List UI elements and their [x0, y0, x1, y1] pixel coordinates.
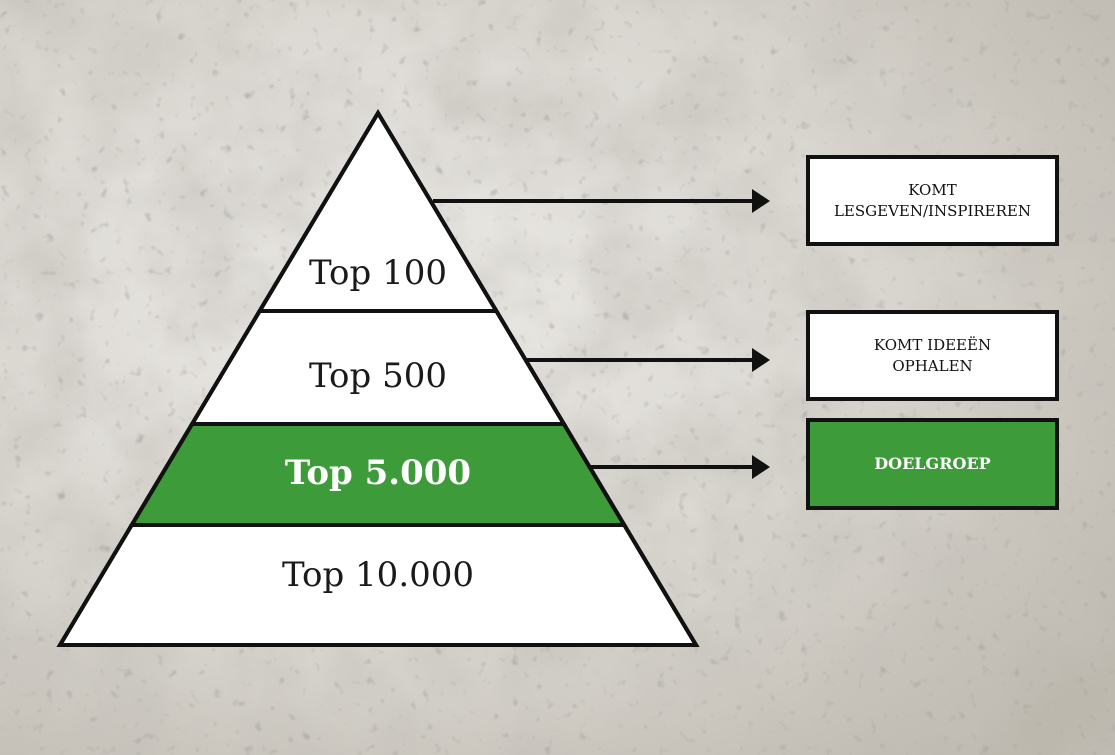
pyramid-outline [56, 109, 700, 647]
pyramid-label-top-10000: Top 10.000 [282, 555, 474, 595]
arrow-to-ideeen-head [752, 348, 770, 372]
arrow-to-doelgroep [591, 455, 770, 479]
arrow-to-ideeen [526, 348, 770, 372]
pyramid-label-top-500: Top 500 [309, 356, 447, 396]
callout-box-ideeen: KOMT IDEEËN OPHALEN [806, 310, 1059, 401]
arrow-to-lesgeven-head [752, 189, 770, 213]
arrow-to-lesgeven [433, 189, 770, 213]
arrow-to-doelgroep-head [752, 455, 770, 479]
callout-text-doelgroep: DOELGROEP [874, 454, 991, 474]
callout-box-lesgeven: KOMT LESGEVEN/INSPIREREN [806, 155, 1059, 246]
callout-text-lesgeven: KOMT LESGEVEN/INSPIREREN [833, 181, 1032, 220]
pyramid-label-top-100: Top 100 [309, 253, 447, 293]
pyramid-label-top-5000: Top 5.000 [285, 453, 471, 493]
callout-text-ideeen: KOMT IDEEËN OPHALEN [873, 336, 992, 375]
connector-arrows [433, 189, 770, 479]
callout-box-doelgroep: DOELGROEP [806, 418, 1059, 510]
